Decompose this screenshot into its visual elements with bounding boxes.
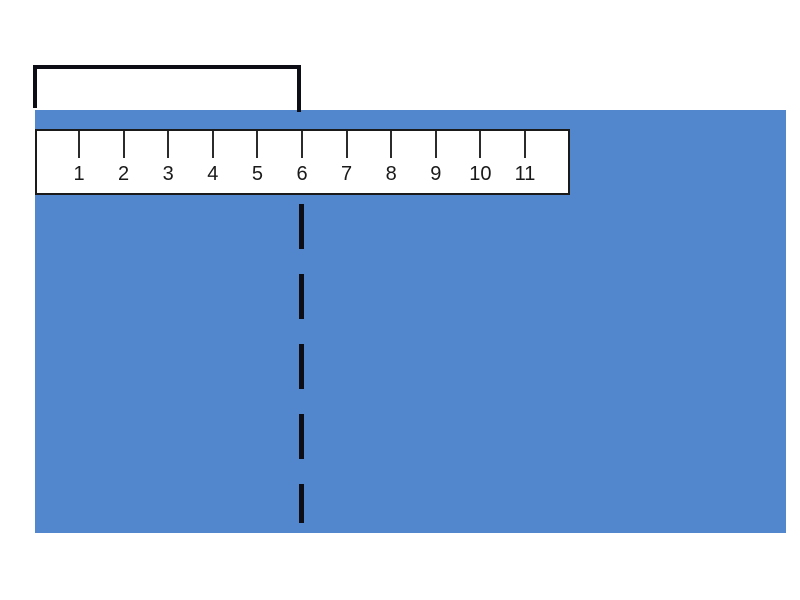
ruler-unit-label: 3: [162, 163, 174, 185]
ruler-tick: [167, 131, 170, 158]
bracket-top-bar: [33, 65, 301, 69]
ruler-unit-label: 2: [118, 163, 130, 185]
ruler: 1 2 3 4 5 6 7 8 9 10 11: [35, 129, 570, 195]
ruler-unit-label: 10: [469, 163, 492, 185]
ruler-tick: [434, 131, 437, 158]
ruler-unit-label: 4: [207, 163, 219, 185]
ruler-tick: [78, 131, 80, 158]
ruler-tick: [390, 131, 393, 158]
bracket-left-leg: [33, 65, 37, 108]
ruler-unit-label: 1: [73, 163, 85, 185]
ruler-unit-label: 6: [296, 163, 308, 185]
ruler-unit-label: 9: [430, 163, 442, 185]
dashed-guide-line: [299, 204, 304, 523]
ruler-tick: [122, 131, 125, 158]
ruler-unit-label: 11: [514, 163, 536, 185]
ruler-tick: [211, 131, 214, 158]
ruler-tick: [345, 131, 348, 158]
ruler-tick: [524, 131, 526, 158]
ruler-tick: [301, 131, 303, 158]
ruler-unit-label: 5: [251, 163, 263, 185]
ruler-tick: [256, 131, 259, 158]
ruler-tick: [479, 131, 482, 158]
measurement-bracket: [33, 65, 301, 112]
ruler-unit-label: 7: [341, 163, 353, 185]
bracket-right-leg: [297, 65, 301, 112]
ruler-unit-label: 8: [385, 163, 397, 185]
